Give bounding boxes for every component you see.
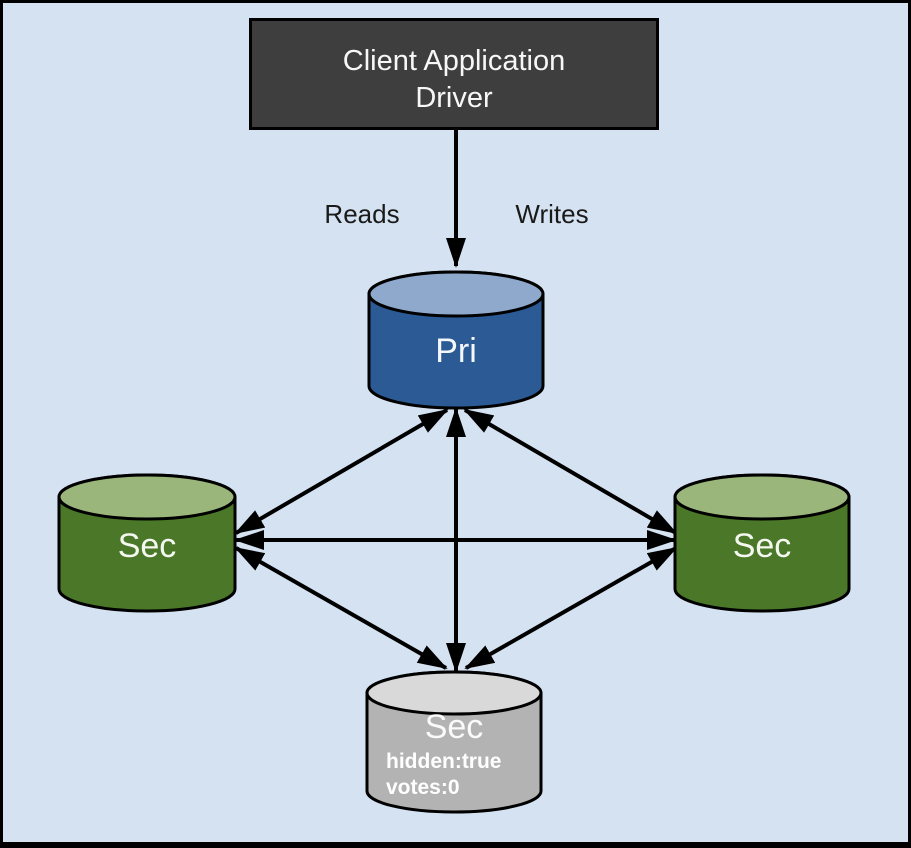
- secondary-left-label: Sec: [118, 527, 177, 565]
- secondary-hidden-label: Sec: [425, 708, 484, 746]
- diagram-frame-bottom: [0, 842, 911, 848]
- primary-label: Pri: [435, 332, 477, 370]
- secondary-hidden-node: Sec hidden:true votes:0: [365, 670, 543, 814]
- primary-node: Pri: [367, 270, 545, 410]
- primary-secondary-left-edge: [234, 408, 449, 535]
- primary-secondary-right-edge: [463, 408, 678, 535]
- reads-label: Reads: [324, 199, 399, 229]
- secondary-right-secondary-hidden-edge: [464, 546, 678, 670]
- client-driver-label-line2: Driver: [415, 82, 493, 114]
- secondary-left-node: Sec: [57, 473, 237, 613]
- client-application-driver-box: [249, 18, 659, 130]
- secondary-left-cylinder-top: [57, 473, 237, 521]
- secondary-hidden-attr-votes: votes:0: [386, 776, 460, 799]
- primary-cylinder-top: [367, 270, 545, 318]
- client-driver-label-line1: Client Application: [343, 45, 565, 77]
- client-application-driver-node: Client Application Driver: [249, 18, 659, 130]
- secondary-left-secondary-hidden-edge: [234, 546, 448, 670]
- secondary-right-node: Sec: [673, 473, 851, 613]
- secondary-hidden-cylinder-top: [365, 670, 543, 716]
- secondary-right-cylinder-top: [673, 473, 851, 521]
- secondary-hidden-attr-hidden: hidden:true: [386, 750, 502, 773]
- edges-group: [234, 129, 678, 673]
- secondary-right-label: Sec: [733, 527, 792, 565]
- writes-label: Writes: [515, 199, 588, 229]
